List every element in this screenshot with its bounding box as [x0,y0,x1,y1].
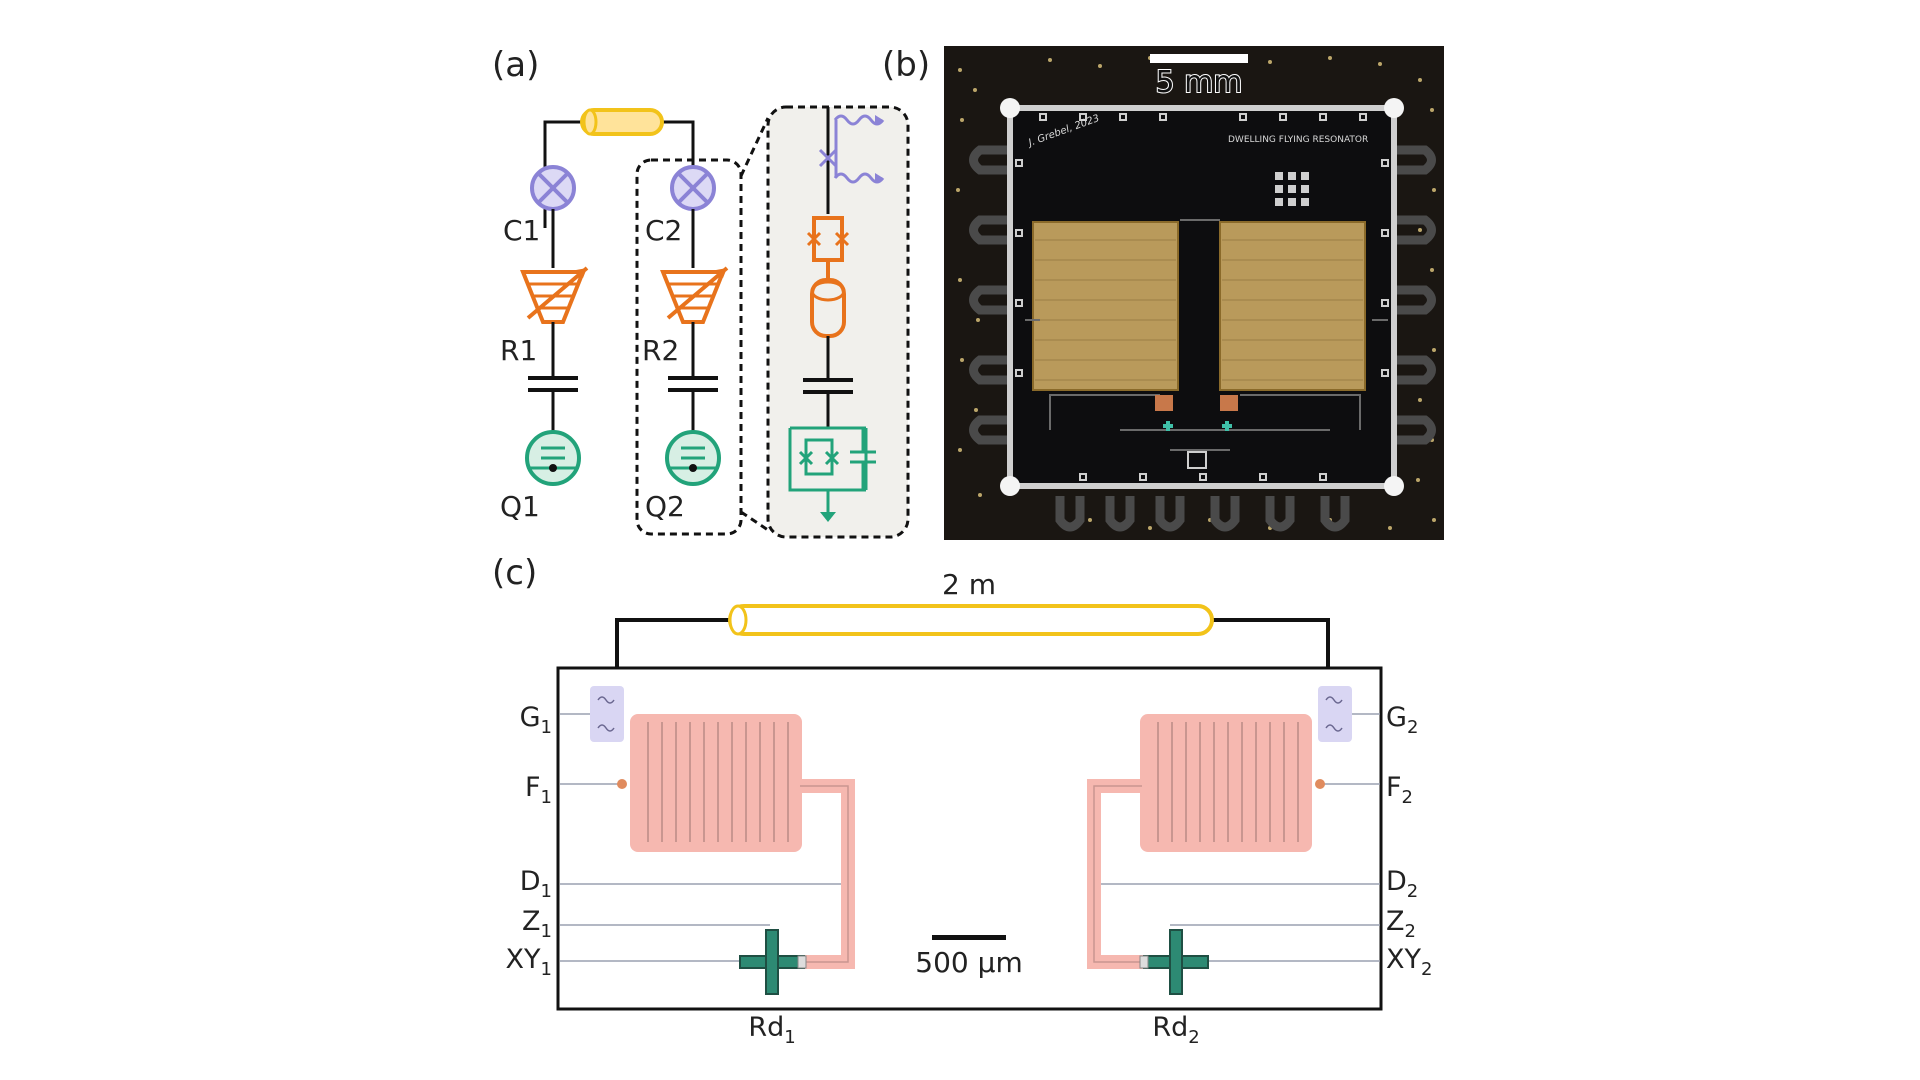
zoom-detail-circuit [788,107,885,522]
capacitor-right-icon [668,376,718,392]
panel-a: (a) C1 [492,45,910,539]
panel-a-label: (a) [492,45,539,85]
coupler-c1-icon [530,165,576,211]
port-label-xy1: XY1 [506,944,552,980]
chain-right: C2 R2 Q2 [642,122,729,523]
readout-label-rd2: Rd2 [1152,1012,1199,1048]
zoom-connector-lines [739,117,770,532]
port-label-d1: D1 [520,866,552,902]
port-label-g2: G2 [1386,702,1418,738]
port-label-g1: G1 [520,702,552,738]
panel-b-label: (b) [882,45,930,85]
qubit-cross-left [739,929,807,995]
coupler-detail-icon [818,114,885,184]
port-label-xy2: XY2 [1386,944,1432,980]
meander-texture [1035,239,1363,381]
coupler-g1-icon [590,686,624,742]
port-label-z1: Z1 [522,906,552,942]
transmon-detail-icon [788,426,876,522]
qubit-q1-label: Q1 [500,490,540,523]
coupler-c2-icon [670,165,716,211]
meander-resonator-right [1087,714,1325,969]
resonator-r2-icon [660,266,729,324]
readout-label-rd1: Rd1 [748,1012,795,1048]
resonator-r2-label: R2 [642,334,679,367]
layout-scale-bar [932,935,1006,940]
coupler-g2-icon [1318,686,1352,742]
chip-edge-pads [1015,113,1389,481]
panel-c-label: (c) [492,553,537,593]
resonator-r1-label: R1 [500,334,537,367]
chip-traces [1025,219,1388,451]
qubit-q2-label: Q2 [645,490,685,523]
feed-lines [560,713,1380,962]
qubit-q2-icon [665,430,721,486]
photo-scale-bar [1150,54,1248,63]
meander-resonator-left [617,714,855,969]
port-label-z2: Z2 [1386,906,1416,942]
resonator-r1-icon [520,266,589,324]
chip-corner-pads [1000,98,1404,496]
chip-logo-box [1187,451,1207,469]
qubit-cross-right [1139,929,1209,995]
photo-scale-label: 5 mm [1155,65,1242,100]
coupler-pad-left [1155,395,1173,411]
left-port-labels: G1 F1 D1 Z1 XY1 [506,702,552,980]
panel-b: (b) [882,45,1444,540]
port-label-f1: F1 [525,772,552,808]
coupler-c1-label: C1 [503,214,540,247]
chain-left: C1 R1 Q1 [500,122,589,523]
meander-gold-right [1219,221,1366,391]
cable-wire [615,618,1330,686]
q2-dashed-box [635,158,743,536]
layout-scale-label: 500 μm [915,946,1022,979]
bond-loops [969,145,1436,532]
coupler-pad-right [1220,395,1238,411]
panel-c: (c) 2 m [492,553,1432,1048]
port-label-d2: D2 [1386,866,1418,902]
port-label-f2: F2 [1386,772,1413,808]
qubit-q1-icon [525,430,581,486]
cable-length-label: 2 m [942,568,996,601]
right-port-labels: G2 F2 D2 Z2 XY2 [1386,702,1432,980]
chip-title-text: DWELLING FLYING RESONATOR [1228,135,1368,145]
coax-cable-long [728,604,1214,636]
qubit-crosses-photo [1163,421,1232,431]
coupler-c2-label: C2 [645,214,682,247]
chip-marker-grid [1275,172,1309,206]
meander-gold-left [1032,221,1179,391]
coax-cable-small [580,108,664,136]
capacitor-left-icon [528,376,578,392]
